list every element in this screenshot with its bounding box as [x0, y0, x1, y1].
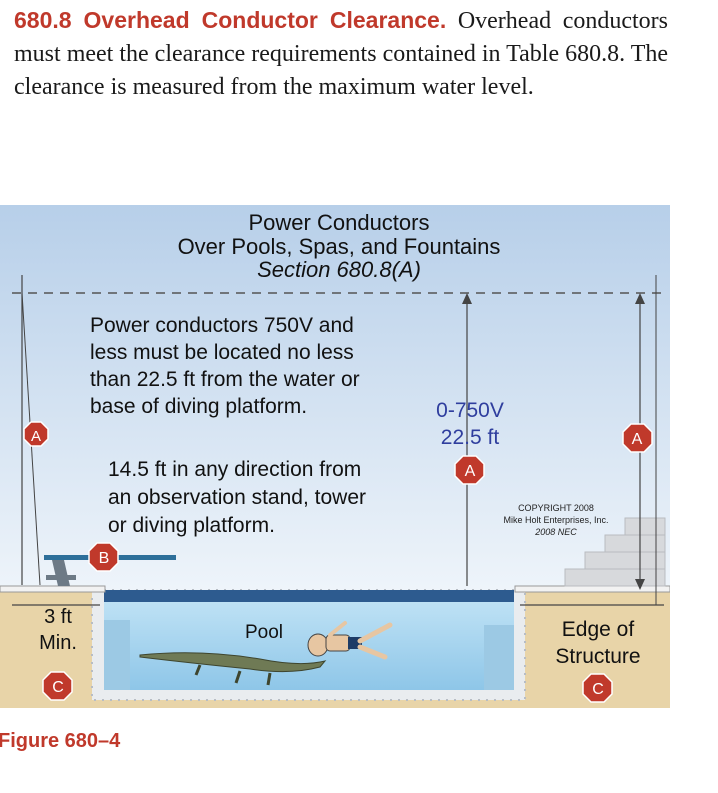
swimmer-figure	[307, 621, 393, 660]
sky-background	[0, 205, 670, 590]
note-a-line-4: base of diving platform.	[90, 395, 307, 418]
min-label-1: 3 ft	[44, 606, 72, 628]
svg-text:A: A	[632, 431, 643, 448]
marker-a-right: A	[622, 423, 653, 453]
section-paragraph: 680.8 Overhead Conductor Clearance. Over…	[14, 4, 668, 104]
pool-tile-band	[104, 590, 514, 602]
svg-text:C: C	[592, 681, 604, 698]
svg-text:C: C	[52, 679, 64, 696]
note-b-line-2: an observation stand, tower	[108, 486, 366, 509]
voltage-label: 0-750V	[436, 399, 504, 422]
note-b-line-1: 14.5 ft in any direction from	[108, 458, 361, 481]
note-b-line-3: or diving platform.	[108, 514, 275, 537]
figure-title-3: Section 680.8(A)	[257, 257, 421, 282]
svg-text:A: A	[31, 428, 41, 445]
svg-text:A: A	[465, 463, 476, 480]
section-heading: 680.8 Overhead Conductor Clearance.	[14, 7, 447, 33]
marker-a-left: A	[23, 421, 49, 447]
marker-c-right: C	[582, 673, 613, 703]
clearance-figure: Power Conductors Over Pools, Spas, and F…	[0, 205, 670, 708]
copyright-line-3: 2008 NEC	[534, 527, 577, 537]
copyright-line-1: COPYRIGHT 2008	[518, 503, 594, 513]
marker-c-left: C	[42, 671, 73, 701]
copyright-line-2: Mike Holt Enterprises, Inc.	[503, 515, 608, 525]
svg-text:B: B	[99, 550, 110, 567]
coping-left	[0, 585, 106, 593]
section-body: Overhead conductors must meet the cleara…	[14, 8, 668, 100]
figure-title-2: Over Pools, Spas, and Fountains	[178, 234, 501, 259]
pool-steps	[104, 620, 514, 690]
distance-label: 22.5 ft	[441, 426, 500, 449]
coping-right	[514, 585, 670, 593]
pool-label: Pool	[245, 622, 283, 643]
marker-b: B	[88, 542, 119, 572]
note-a-line-2: less must be located no less	[90, 341, 354, 364]
edge-label-1: Edge of	[562, 618, 635, 641]
note-a-line-1: Power conductors 750V and	[90, 314, 354, 337]
note-a-line-3: than 22.5 ft from the water or	[90, 368, 360, 391]
figure-caption: Figure 680–4	[0, 730, 121, 752]
edge-label-2: Structure	[555, 645, 640, 668]
alligator-figure	[139, 652, 327, 686]
min-label-2: Min.	[39, 632, 77, 654]
marker-a-center: A	[454, 455, 485, 485]
figure-title-1: Power Conductors	[249, 210, 430, 235]
